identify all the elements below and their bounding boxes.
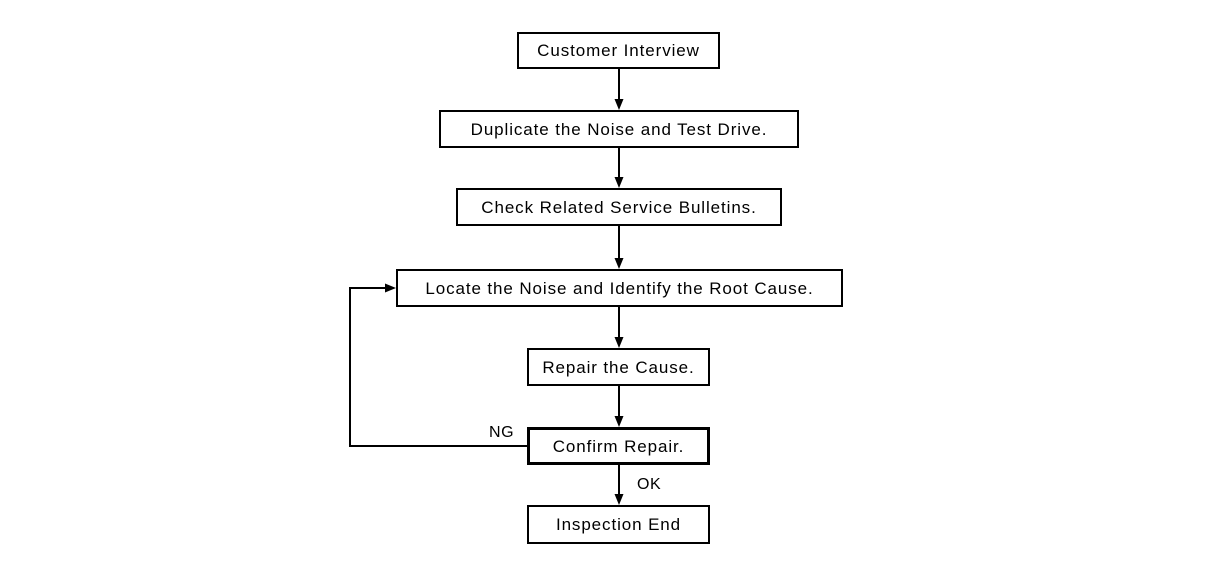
node-label-duplicate-noise: Duplicate the Noise and Test Drive. bbox=[470, 119, 768, 139]
arrowhead-duplicate bbox=[614, 99, 624, 110]
edge-label-ok: OK bbox=[637, 476, 662, 493]
node-label-check-bulletins: Check Related Service Bulletins. bbox=[481, 197, 757, 217]
arrowhead-inspection-end bbox=[614, 494, 624, 505]
node-inspection-end[interactable]: Inspection End bbox=[527, 505, 710, 544]
node-check-bulletins[interactable]: Check Related Service Bulletins. bbox=[456, 188, 782, 226]
arrowhead-confirm bbox=[614, 416, 624, 427]
node-label-inspection-end: Inspection End bbox=[555, 515, 682, 534]
edge-label-ng: NG bbox=[489, 424, 515, 441]
node-confirm-repair[interactable]: Confirm Repair. bbox=[527, 427, 710, 465]
node-duplicate-noise[interactable]: Duplicate the Noise and Test Drive. bbox=[439, 110, 799, 148]
node-repair-cause[interactable]: Repair the Cause. bbox=[527, 348, 710, 386]
node-label-locate-noise: Locate the Noise and Identify the Root C… bbox=[425, 278, 814, 298]
node-locate-noise[interactable]: Locate the Noise and Identify the Root C… bbox=[396, 269, 843, 307]
node-label-confirm-repair: Confirm Repair. bbox=[552, 436, 685, 456]
edge-ng-feedback-loop bbox=[349, 287, 527, 447]
node-customer-interview[interactable]: Customer Interview bbox=[517, 32, 720, 69]
arrowhead-check bbox=[614, 177, 624, 188]
arrowhead-ng-loop bbox=[385, 283, 396, 293]
node-label-repair-cause: Repair the Cause. bbox=[542, 357, 695, 377]
node-label-customer-interview: Customer Interview bbox=[537, 41, 700, 60]
arrowhead-repair bbox=[614, 337, 624, 348]
arrowhead-locate bbox=[614, 258, 624, 269]
